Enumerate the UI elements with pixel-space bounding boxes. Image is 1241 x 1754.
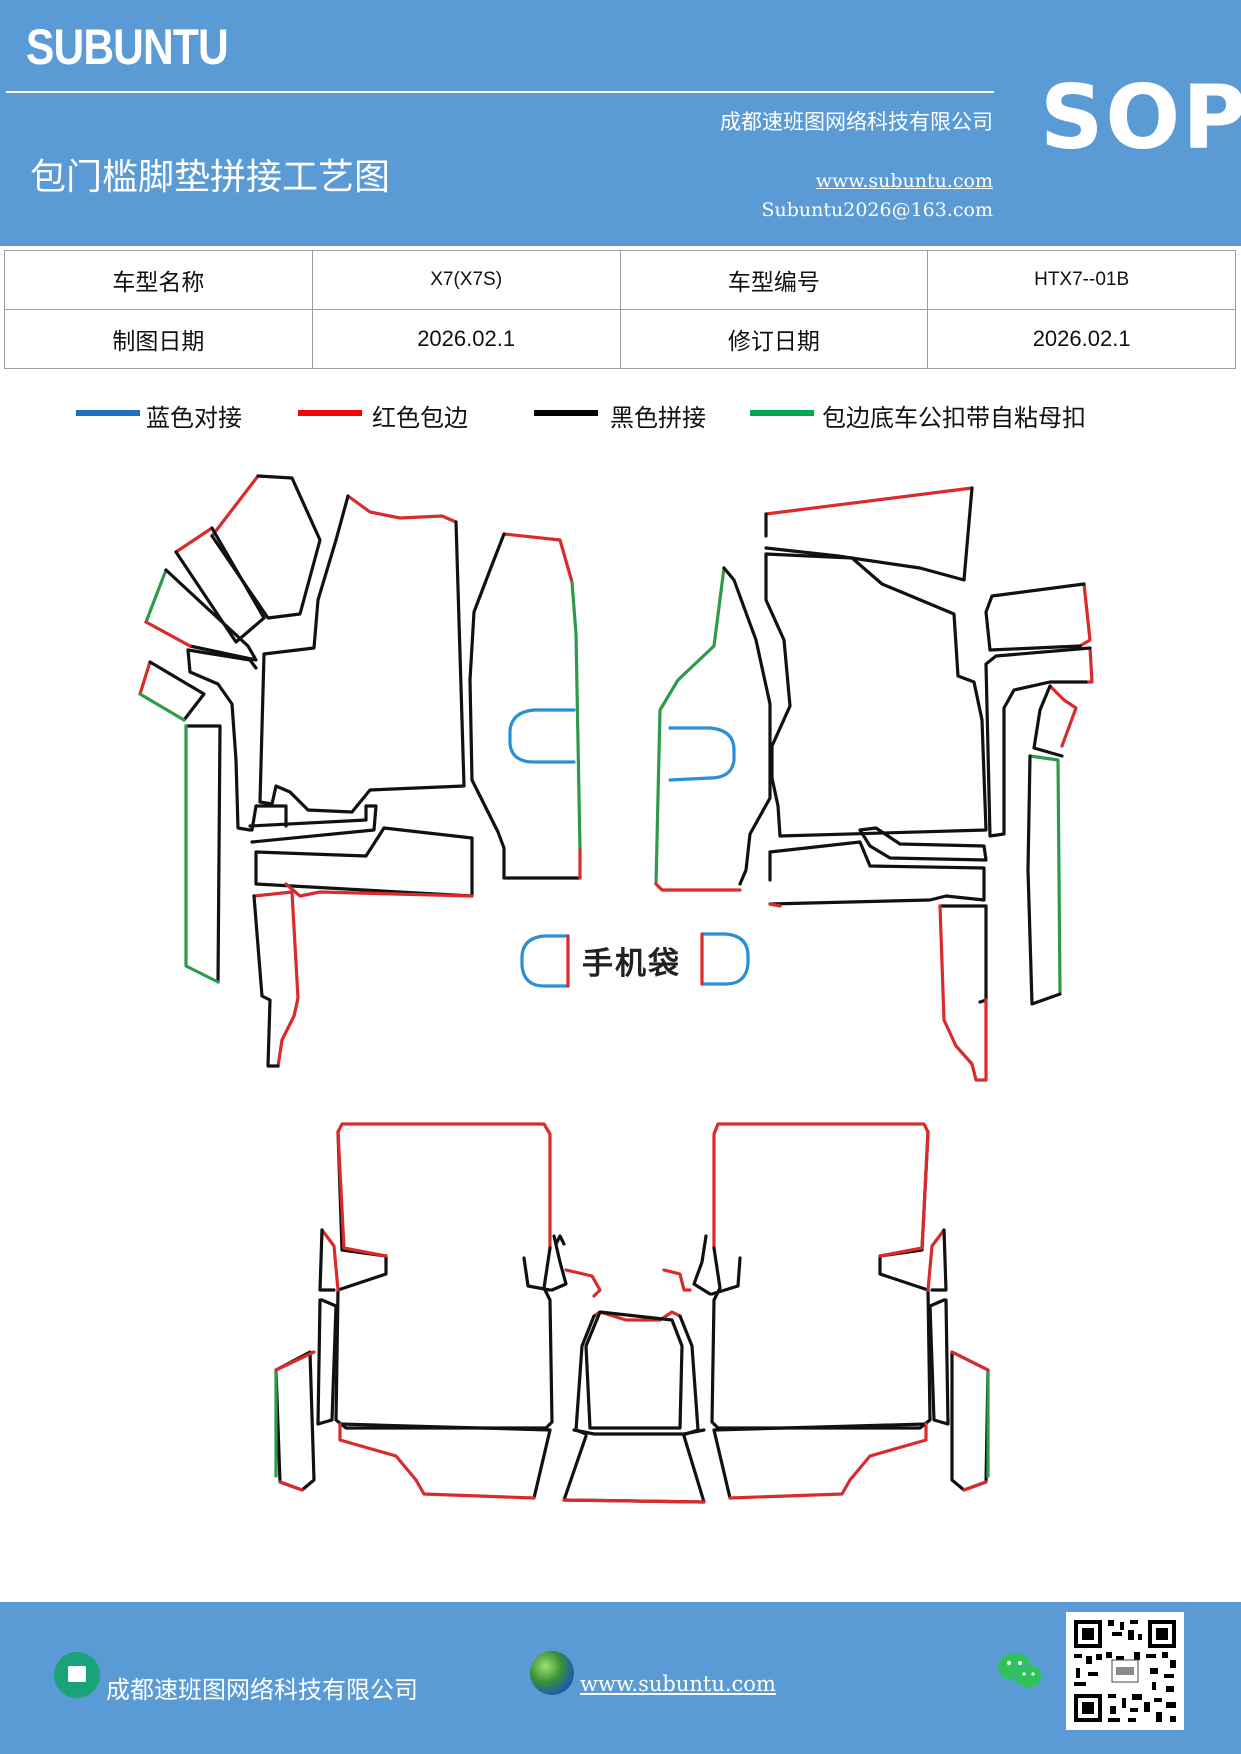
- info-table: 车型名称 X7(X7S) 车型编号 HTX7--01B 制图日期 2026.02…: [4, 250, 1236, 369]
- legend-label: 包边底车公扣带自粘母扣: [822, 404, 1086, 432]
- page-title: 包门槛脚垫拼接工艺图: [30, 157, 391, 198]
- legend-swatch-blue: [76, 410, 140, 416]
- legend-label: 红色包边: [372, 404, 468, 432]
- model-code-value: HTX7--01B: [927, 250, 1236, 310]
- qr-code[interactable]: [1066, 1612, 1184, 1730]
- revise-date-value: 2026.02.1: [927, 309, 1236, 369]
- header-email[interactable]: Subuntu2026@163.com: [761, 199, 993, 221]
- table-row: 车型名称 X7(X7S) 车型编号 HTX7--01B: [4, 250, 1236, 310]
- phone-pocket-right: [700, 932, 750, 986]
- draw-date-label: 制图日期: [4, 309, 313, 369]
- building-icon: [54, 1652, 100, 1698]
- phone-pocket-left: [520, 934, 570, 988]
- left-front-pieces: [138, 474, 582, 1068]
- floor-mat-diagram: [138, 474, 1094, 1504]
- wechat-icon[interactable]: [996, 1650, 1044, 1692]
- header-company: 成都速班图网络科技有限公司: [720, 110, 993, 134]
- legend-swatch-black: [534, 410, 598, 416]
- phone-pocket-label: 手机袋: [582, 946, 681, 982]
- model-name-value: X7(X7S): [311, 250, 621, 310]
- revise-date-label: 修订日期: [619, 309, 929, 369]
- right-front-pieces: [654, 486, 1094, 1082]
- globe-icon: [530, 1651, 574, 1695]
- legend-swatch-red: [298, 410, 362, 416]
- draw-date-value: 2026.02.1: [311, 309, 621, 369]
- legend-label: 蓝色对接: [146, 404, 242, 432]
- header-website-link[interactable]: www.subuntu.com: [815, 170, 993, 192]
- sop-label: SOP: [1040, 66, 1241, 169]
- model-name-label: 车型名称: [4, 250, 313, 310]
- header-divider: [6, 91, 994, 93]
- rear-pieces: [274, 1122, 990, 1504]
- legend-swatch-green: [750, 410, 814, 416]
- model-code-label: 车型编号: [619, 250, 929, 310]
- header-banner: [0, 0, 1241, 246]
- brand-logo: SUBUNTU: [26, 19, 229, 75]
- table-row: 制图日期 2026.02.1 修订日期 2026.02.1: [4, 309, 1236, 369]
- footer-website-link[interactable]: www.subuntu.com: [580, 1672, 776, 1696]
- footer-company: 成都速班图网络科技有限公司: [106, 1676, 418, 1704]
- legend-label: 黑色拼接: [610, 404, 706, 432]
